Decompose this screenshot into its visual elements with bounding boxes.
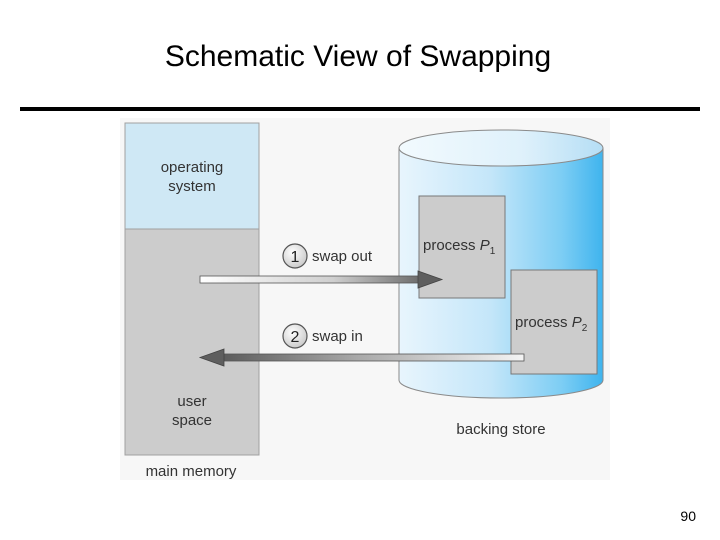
user-space-label-line2: space: [172, 412, 212, 429]
step-swap-out: 1 swap out: [282, 243, 373, 269]
main-memory: operating system user space main memory: [124, 122, 260, 480]
step-1-label: swap out: [312, 248, 373, 265]
swap-out-arrow-shaft: [199, 275, 423, 284]
swapping-diagram-svg: operating system user space main memory …: [120, 118, 610, 480]
process-p2-rect: [510, 269, 598, 375]
step-swap-in: 2 swap in: [282, 323, 363, 349]
process-p2-box: process P2: [510, 269, 598, 375]
swap-out-arrow: [199, 270, 444, 289]
operating-system-region: [124, 122, 260, 230]
step-1-number: 1: [291, 249, 300, 266]
user-space-region: [124, 228, 260, 456]
title-divider: [20, 107, 700, 111]
step-2-circle: [282, 323, 308, 349]
process-p2-label: process P2: [515, 314, 588, 334]
step-2-number: 2: [291, 329, 300, 346]
cylinder-top: [398, 129, 604, 167]
swapping-diagram: operating system user space main memory …: [120, 118, 610, 480]
backing-store-caption: backing store: [456, 421, 545, 438]
step-1-circle: [282, 243, 308, 269]
step-2-label: swap in: [312, 328, 363, 345]
swap-in-arrow-head: [198, 348, 225, 367]
swap-out-arrow-head: [417, 270, 444, 289]
os-label-line1: operating: [161, 159, 224, 176]
os-label-line2: system: [168, 178, 216, 195]
slide-title: Schematic View of Swapping: [164, 40, 552, 73]
main-memory-caption: main memory: [146, 463, 237, 480]
swap-in-arrow: [198, 348, 525, 367]
user-space-label-line1: user: [177, 393, 206, 410]
process-p1-label: process P1: [423, 237, 496, 257]
page-number: 90: [680, 508, 696, 524]
swap-in-arrow-shaft: [219, 353, 525, 362]
